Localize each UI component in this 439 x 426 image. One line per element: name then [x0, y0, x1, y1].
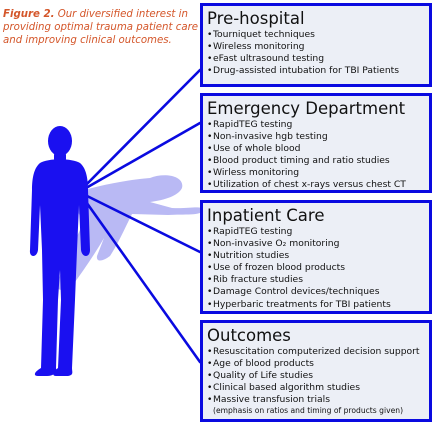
connector-lines	[77, 68, 202, 364]
list-item: Age of blood products	[207, 358, 425, 370]
box-list: RapidTEG testing Non-invasive hgb testin…	[207, 119, 425, 192]
figure-caption-label: Figure 2.	[3, 9, 55, 20]
list-item: Quality of Life studies	[207, 370, 425, 382]
list-item: Use of whole blood	[207, 143, 425, 155]
list-item: Clinical based algorithm studies	[207, 382, 425, 394]
box-outcomes: Outcomes Resuscitation computerized deci…	[200, 320, 432, 422]
list-item: RapidTEG testing	[207, 119, 425, 131]
figure-caption-text: Our diversified interest in providing op…	[3, 9, 199, 46]
list-item-note: (emphasis on ratios and timing of produc…	[213, 406, 404, 416]
box-title: Emergency Department	[207, 99, 406, 118]
list-item: Rib fracture studies	[207, 274, 425, 286]
list-item: Non-invasive hgb testing	[207, 131, 425, 143]
list-item: Hyperbaric treatments for TBI patients	[207, 299, 425, 311]
list-item: Blood product timing and ratio studies	[207, 155, 425, 167]
connector-ed	[77, 121, 202, 194]
connector-outcomes	[77, 190, 202, 364]
box-title: Pre-hospital	[207, 9, 305, 28]
list-item: eFast ultrasound testing	[207, 53, 425, 65]
list-item: Non-invasive O₂ monitoring	[207, 238, 425, 250]
figure-caption: Figure 2. Our diversified interest in pr…	[3, 8, 203, 47]
list-item: Utilization of chest x-rays versus chest…	[207, 179, 425, 191]
list-item: Tourniquet techniques	[207, 29, 425, 41]
box-title: Outcomes	[207, 326, 291, 345]
list-item: Wireless monitoring	[207, 41, 425, 53]
list-item: Drug-assisted intubation for TBI Patient…	[207, 65, 425, 77]
connector-prehospital	[77, 68, 202, 194]
person-silhouette	[29, 126, 90, 376]
box-emergency-department: Emergency Department RapidTEG testing No…	[200, 93, 432, 193]
box-list: RapidTEG testing Non-invasive O₂ monitor…	[207, 226, 425, 311]
list-item: RapidTEG testing	[207, 226, 425, 238]
box-list: Tourniquet techniques Wireless monitorin…	[207, 29, 425, 77]
box-list: Resuscitation computerized decision supp…	[207, 346, 425, 416]
box-prehospital: Pre-hospital Tourniquet techniques Wirel…	[200, 3, 432, 87]
box-title: Inpatient Care	[207, 206, 325, 225]
list-item: Use of frozen blood products	[207, 262, 425, 274]
list-item: Wirless monitoring	[207, 167, 425, 179]
person-shadow	[57, 175, 205, 291]
box-inpatient-care: Inpatient Care RapidTEG testing Non-inva…	[200, 200, 432, 314]
list-item: Massive transfusion trials	[207, 394, 425, 406]
list-item: Resuscitation computerized decision supp…	[207, 346, 425, 358]
list-item: Nutrition studies	[207, 250, 425, 262]
list-item: Damage Control devices/techniques	[207, 286, 425, 298]
connector-inpatient	[77, 190, 202, 254]
